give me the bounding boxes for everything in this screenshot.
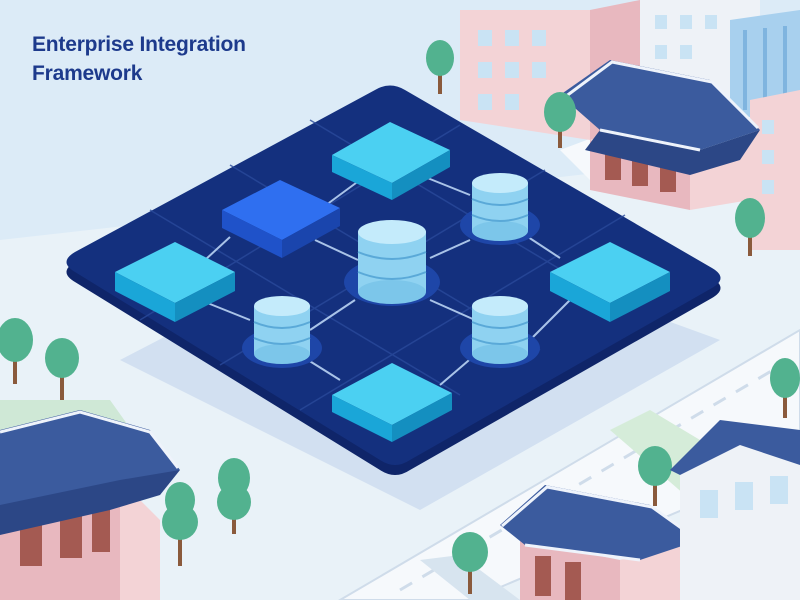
- module-top[interactable]: [332, 122, 450, 200]
- building-bottom-right: [670, 420, 800, 600]
- tree-icon: [426, 40, 454, 94]
- tree-icon: [0, 318, 33, 384]
- database-lower-left[interactable]: [242, 296, 322, 368]
- database-center[interactable]: [344, 220, 440, 306]
- module-left[interactable]: [115, 242, 235, 322]
- module-bottom[interactable]: [332, 363, 452, 442]
- database-lower-right[interactable]: [460, 296, 540, 368]
- tree-icon: [217, 458, 251, 534]
- database-upper-right[interactable]: [460, 173, 540, 245]
- tree-icon: [638, 446, 672, 506]
- hanok-bottom-left: [0, 410, 180, 600]
- tree-icon: [735, 198, 765, 256]
- title-line-2: Framework: [32, 62, 143, 85]
- tree-icon: [45, 338, 79, 400]
- tree-icon: [162, 482, 198, 566]
- tree-icon: [770, 358, 800, 418]
- tree-icon: [544, 92, 576, 148]
- title-line-1: Enterprise Integration: [32, 33, 246, 56]
- hanok-top-right: [560, 60, 760, 210]
- module-right[interactable]: [550, 242, 670, 322]
- tree-icon: [452, 532, 488, 594]
- page-title: Enterprise Integration Framework: [32, 30, 246, 88]
- module-upper-left[interactable]: [222, 180, 340, 258]
